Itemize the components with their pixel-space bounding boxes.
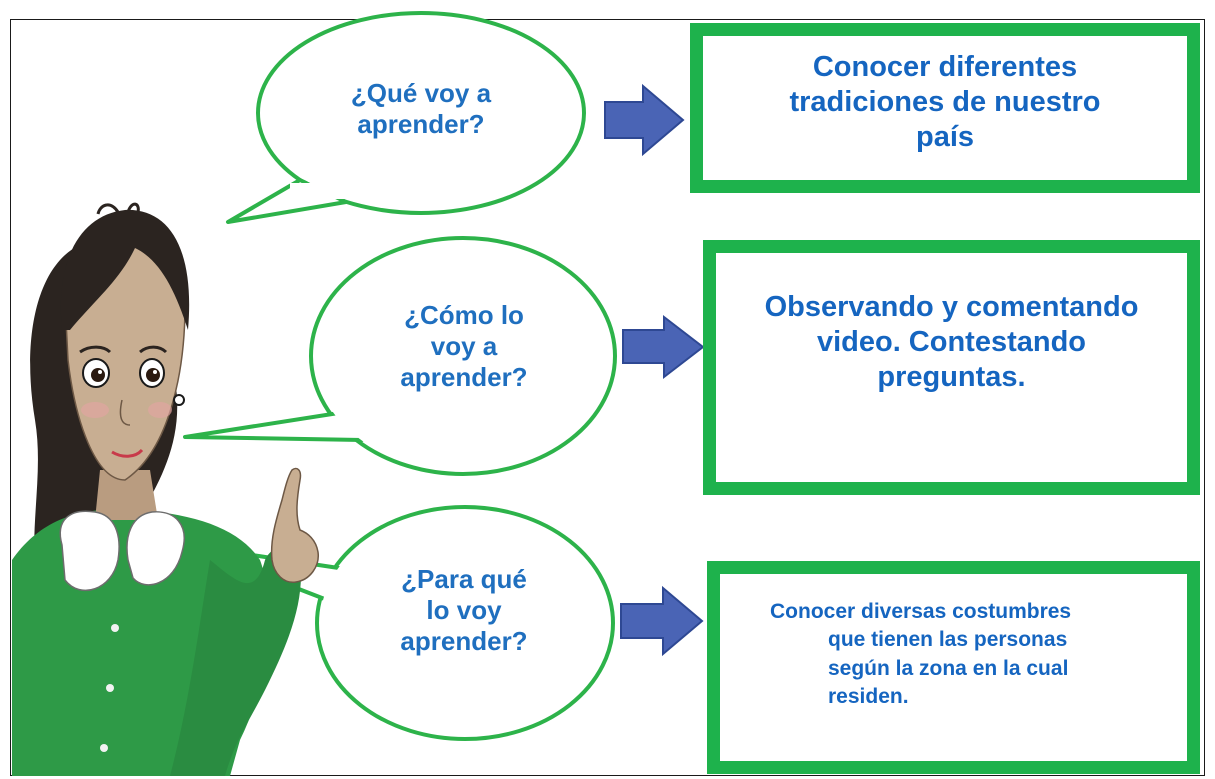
box-line: que tienen las personas xyxy=(828,628,1068,652)
right-arrow-icon xyxy=(622,314,705,380)
right-arrow-icon xyxy=(620,585,704,657)
bubble-line: aprender? xyxy=(357,109,485,140)
right-arrow-icon xyxy=(604,83,685,157)
bubble-line: lo voy xyxy=(426,595,502,626)
objective-box-what xyxy=(690,23,1200,193)
objective-box-why xyxy=(707,561,1200,774)
objective-box-how-text: Observando y comentando video. Contestan… xyxy=(716,290,1187,394)
box-line: tradiciones de nuestro xyxy=(789,85,1101,118)
bubble-line: ¿Para qué xyxy=(401,564,527,594)
bubble-what-text: ¿Qué voy a aprender? xyxy=(318,78,524,140)
box-line: preguntas. xyxy=(877,360,1026,393)
bubble-line: aprender? xyxy=(400,362,528,393)
box-line: país xyxy=(915,120,975,153)
objective-box-why-text: Conocer diversas costumbres que tienen l… xyxy=(770,598,1180,711)
bubble-line: ¿Qué voy a xyxy=(350,78,492,108)
box-line: Observando y comentando xyxy=(764,291,1139,323)
objective-box-what-text: Conocer diferentes tradiciones de nuestr… xyxy=(706,50,1184,154)
teacher-pointing-illustration xyxy=(12,202,319,776)
bubble-why-text: ¿Para qué lo voy aprender? xyxy=(366,564,562,658)
objective-box-how xyxy=(703,240,1200,495)
bubble-line: aprender? xyxy=(400,626,528,657)
box-line: video. Contestando xyxy=(816,325,1087,358)
bubble-line: ¿Cómo lo xyxy=(404,300,524,330)
box-line: Conocer diferentes xyxy=(812,51,1078,83)
box-line: según la zona en la cual xyxy=(828,656,1069,680)
speech-bubble-what xyxy=(226,11,586,224)
bubble-line: voy a xyxy=(430,331,498,362)
box-line: residen. xyxy=(828,685,909,709)
bubble-how-text: ¿Cómo lo voy a aprender? xyxy=(366,300,562,394)
box-line: Conocer diversas costumbres xyxy=(770,600,1072,623)
speech-bubble-how xyxy=(183,236,617,476)
